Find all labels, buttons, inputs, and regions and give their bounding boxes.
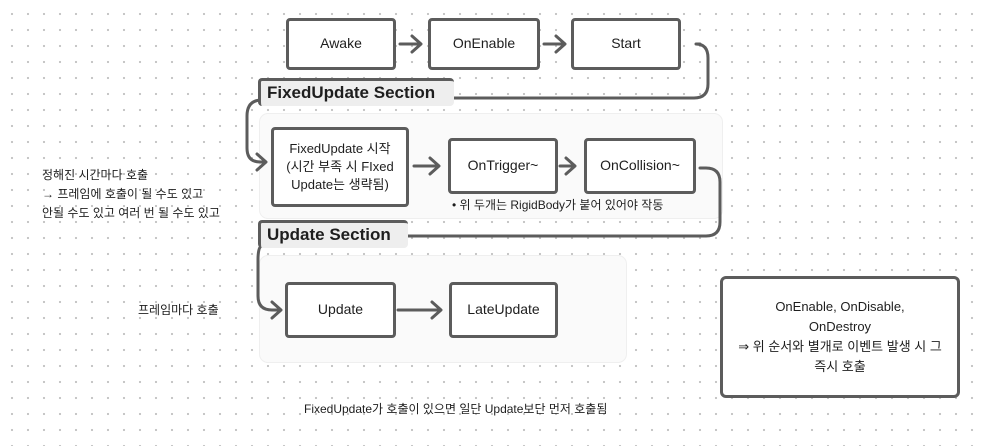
fixedupdate-note-line-1: 정해진 시간마다 호출 xyxy=(42,168,149,182)
rigidbody-note: • 위 두개는 RigidBody가 붙어 있어야 작동 xyxy=(452,198,664,212)
fixedupdate-start-line-3: Update는 생략됨) xyxy=(291,177,389,193)
fixedupdate-note-line-3: 안될 수도 있고 여러 번 될 수도 있고 xyxy=(42,206,220,221)
events-line-4: 즉시 호출 xyxy=(814,359,866,375)
events-node[interactable]: OnEnable, OnDisable, OnDestroy ⇒ 위 순서와 별… xyxy=(720,276,960,398)
connector-oncollision-updatesection xyxy=(404,166,722,238)
fixedupdate-note-line-2: → 프레임에 호출이 될 수도 있고 xyxy=(42,187,204,202)
fixedupdate-start-text: FixedUpdate 시작 (시간 부족 시 FIxed Update는 생략… xyxy=(286,140,393,195)
onenable-node[interactable]: OnEnable xyxy=(428,18,540,70)
start-node[interactable]: Start xyxy=(571,18,681,70)
update-section-title: Update Section xyxy=(258,220,408,248)
update-node[interactable]: Update xyxy=(285,282,396,338)
ontrigger-node[interactable]: OnTrigger~ xyxy=(448,138,558,194)
awake-node[interactable]: Awake xyxy=(286,18,396,70)
fixedupdate-note: 정해진 시간마다 호출 → 프레임에 호출이 될 수도 있고 안될 수도 있고 … xyxy=(42,166,220,224)
lateupdate-label: LateUpdate xyxy=(467,301,540,318)
connector-start-fixedsection xyxy=(450,42,710,100)
connector-updatesection-update xyxy=(256,244,282,312)
events-line-1: OnEnable, OnDisable, xyxy=(775,298,905,314)
fixedupdate-start-line-2: (시간 부족 시 FIxed xyxy=(286,158,394,174)
start-label: Start xyxy=(611,35,641,52)
lateupdate-node[interactable]: LateUpdate xyxy=(449,282,558,338)
fixedupdate-start-node[interactable]: FixedUpdate 시작 (시간 부족 시 FIxed Update는 생략… xyxy=(271,127,409,207)
oncollision-label: OnCollision~ xyxy=(600,157,680,174)
update-label: Update xyxy=(317,301,364,318)
bottom-note: FixedUpdate가 호출이 있으면 일단 Update보단 먼저 호출됨 xyxy=(304,402,608,416)
events-line-2: OnDestroy xyxy=(808,318,872,334)
fixedupdate-start-line-1: FixedUpdate 시작 xyxy=(289,140,391,156)
ontrigger-label: OnTrigger~ xyxy=(467,157,539,174)
connector-fixedsection-start xyxy=(245,98,266,164)
awake-label: Awake xyxy=(320,35,362,52)
update-note: 프레임마다 호출 xyxy=(138,303,219,317)
onenable-label: OnEnable xyxy=(452,35,516,52)
events-text: OnEnable, OnDisable, OnDestroy ⇒ 위 순서와 별… xyxy=(738,297,942,378)
oncollision-node[interactable]: OnCollision~ xyxy=(584,138,696,194)
events-line-3: ⇒ 위 순서와 별개로 이벤트 발생 시 그 xyxy=(738,339,942,354)
fixedupdate-section-title: FixedUpdate Section xyxy=(258,78,454,106)
